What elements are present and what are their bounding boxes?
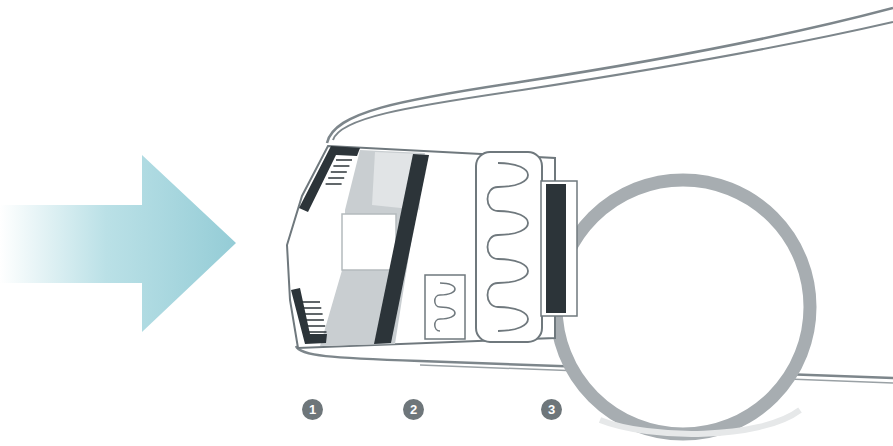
wheel [556, 180, 810, 434]
callout-number: 2 [403, 399, 424, 420]
pleat-windings [488, 163, 529, 331]
fin [306, 319, 324, 321]
slanted-filter [374, 154, 429, 344]
wheel-shadow [600, 410, 800, 434]
pleated-element [476, 152, 542, 342]
fin [326, 183, 342, 185]
body-outline [327, 8, 893, 143]
fin [302, 301, 320, 303]
fin [309, 331, 327, 333]
fin [303, 307, 321, 309]
fin [331, 171, 347, 173]
fin [305, 313, 323, 315]
filter-fins [302, 160, 352, 332]
small-heater [425, 275, 465, 339]
fin [333, 165, 349, 167]
fin [328, 177, 344, 179]
dark-filter [546, 184, 566, 313]
small-coil [435, 283, 455, 331]
callout-number: 1 [302, 399, 323, 420]
filter-frame [541, 181, 577, 316]
inner-panel [342, 214, 396, 270]
filter-housing [287, 146, 555, 348]
front-filter [291, 288, 327, 344]
winding [488, 163, 529, 331]
callout-number: 3 [541, 399, 562, 420]
front-filter [299, 146, 360, 212]
airflow-arrow [0, 155, 236, 332]
fin [336, 159, 352, 161]
winding [435, 283, 455, 331]
fin [307, 325, 325, 327]
body-outline [333, 22, 893, 140]
